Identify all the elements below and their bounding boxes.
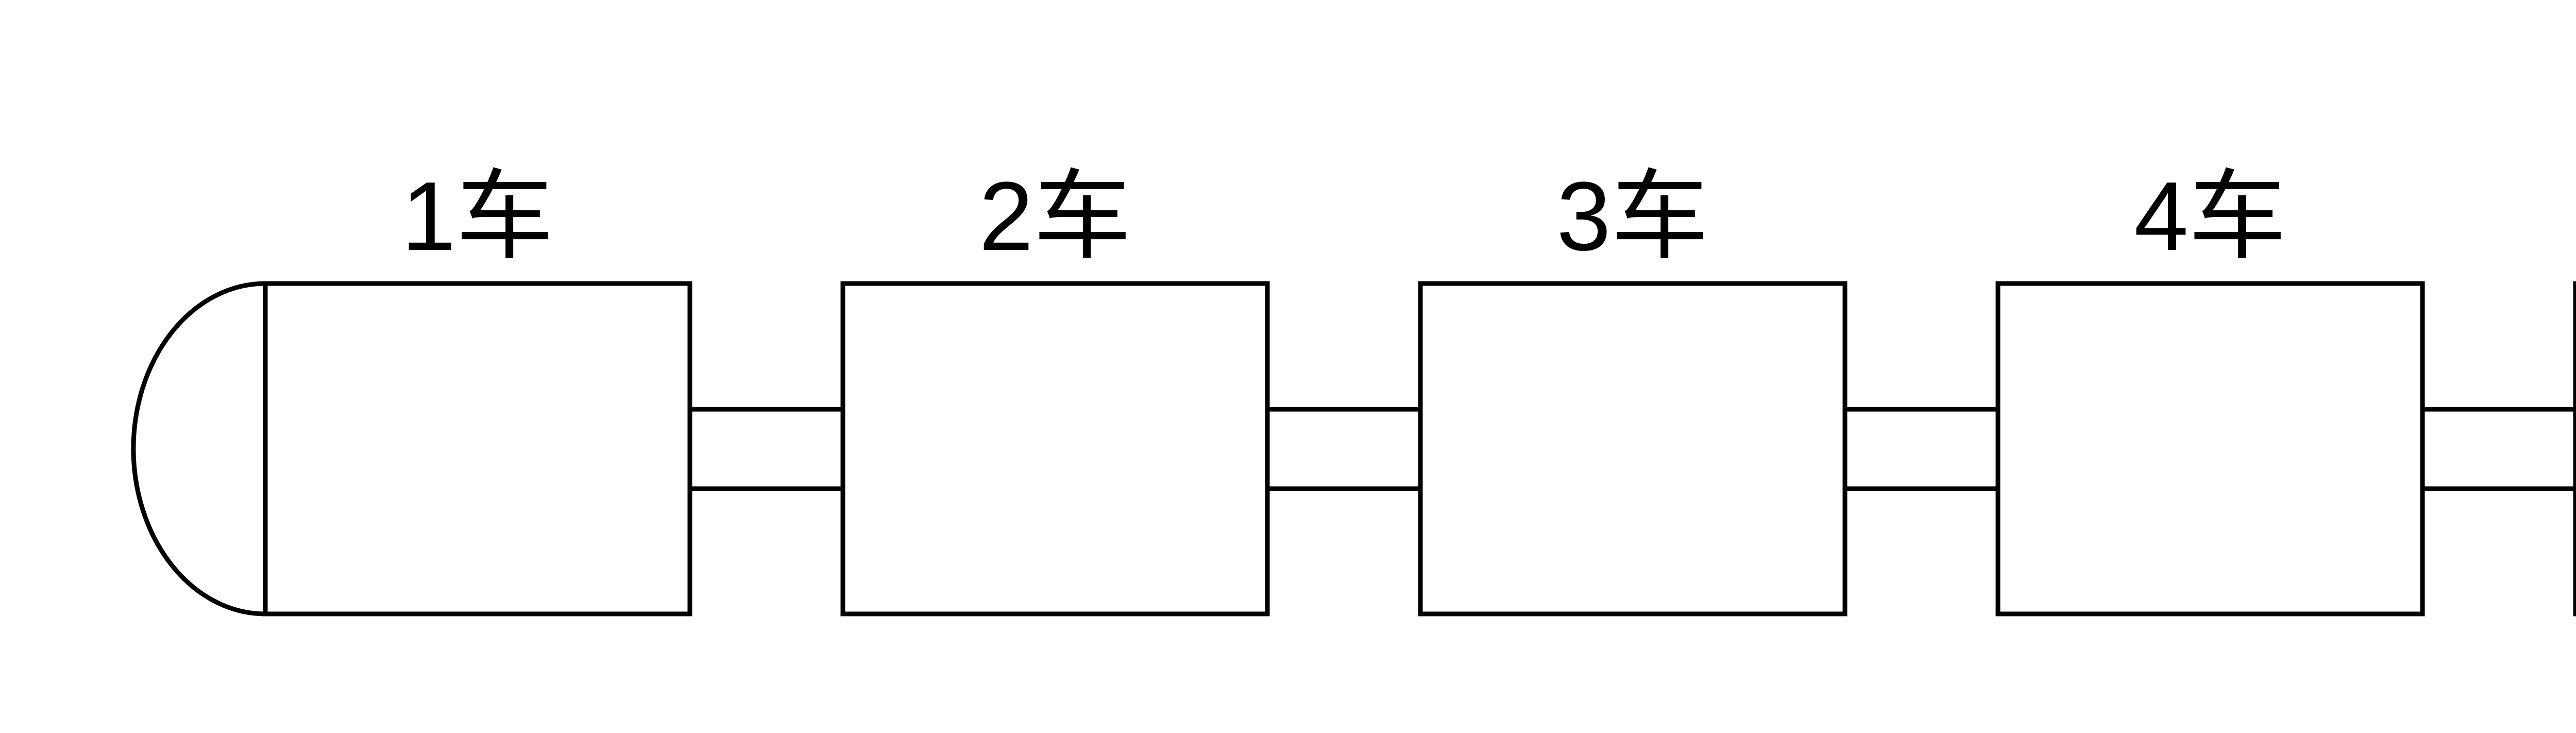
car-label-4: 4车 [2134, 162, 2286, 271]
front-nose [131, 281, 266, 617]
car-box-4 [1995, 281, 2425, 617]
car-box-1 [263, 281, 692, 617]
car-box-3 [1418, 281, 1848, 617]
car-label-2: 2车 [979, 162, 1131, 271]
car-box-2 [840, 281, 1270, 617]
train-group: 1车2车3车4车5车6车 [131, 162, 2576, 617]
car-label-1: 1车 [401, 162, 554, 271]
car-box-5 [2573, 281, 2576, 617]
car-label-3: 3车 [1556, 162, 1709, 271]
